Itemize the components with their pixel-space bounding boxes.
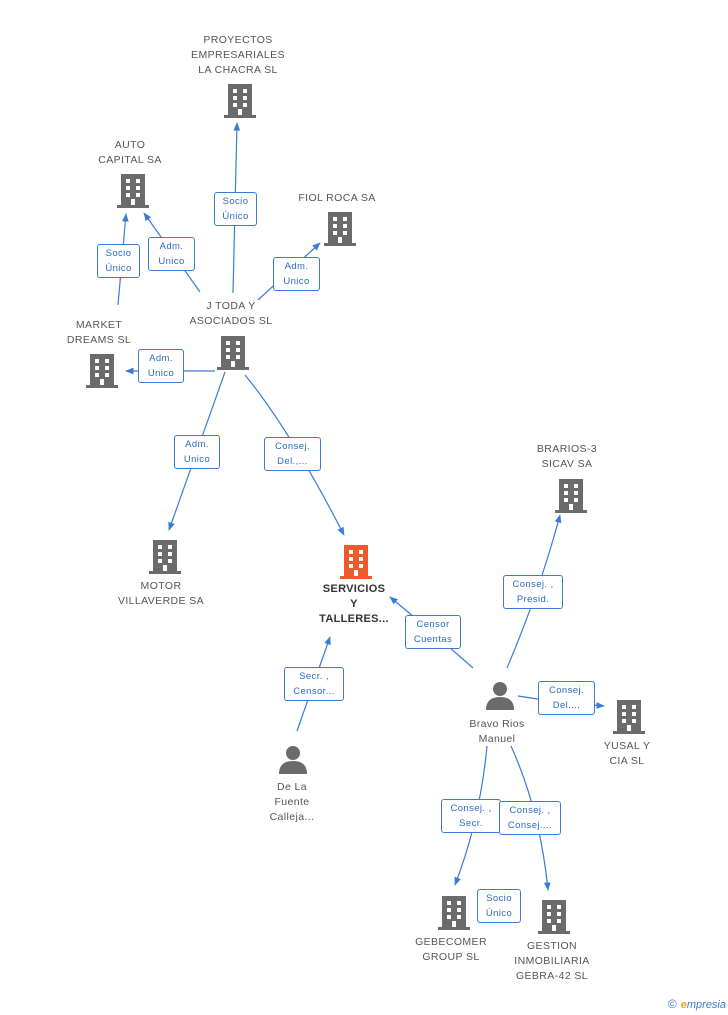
rel-bravo-brarios[interactable]: Consej. , Presid. [503, 575, 563, 609]
person-icon[interactable] [486, 682, 514, 710]
brand-name: mpresia [686, 999, 726, 1011]
building-icon[interactable] [613, 700, 645, 734]
building-icon[interactable] [149, 540, 181, 574]
node-label-proyectos[interactable]: PROYECTOS EMPRESARIALES LA CHACRA SL [191, 34, 285, 76]
rel-jtoda-proyectos[interactable]: Socio Único [214, 192, 257, 226]
node-label-gestion[interactable]: GESTION INMOBILIARIA GEBRA-42 SL [514, 940, 590, 982]
building-icon[interactable] [340, 545, 372, 579]
rel-jtoda-market[interactable]: Adm. Unico [138, 349, 184, 383]
rel-delafuente-servicios[interactable]: Secr. , Censor... [284, 667, 344, 701]
building-icon[interactable] [117, 174, 149, 208]
node-label-servicios[interactable]: SERVICIOS Y TALLERES... [319, 583, 389, 625]
rel-bravo-yusal[interactable]: Consej. Del.... [538, 681, 595, 715]
rel-bravo-gebecomer[interactable]: Consej. , Secr. [441, 799, 501, 833]
building-icon[interactable] [224, 84, 256, 118]
node-label-brarios[interactable]: BRARIOS-3 SICAV SA [536, 443, 598, 470]
building-icon[interactable] [538, 900, 570, 934]
rel-jtoda-fiol[interactable]: Adm. Unico [273, 257, 320, 291]
building-icon[interactable] [324, 212, 356, 246]
node-label-yusal[interactable]: YUSAL Y CIA SL [603, 740, 651, 767]
node-label-jtoda[interactable]: J TODA Y ASOCIADOS SL [189, 300, 273, 327]
node-label-bravo[interactable]: Bravo Rios Manuel [469, 718, 525, 745]
copyright-icon: © [667, 997, 677, 1011]
rel-jtoda-servicios[interactable]: Consej. Del.,... [264, 437, 321, 471]
node-label-fiol[interactable]: FIOL ROCA SA [298, 192, 376, 204]
building-icon[interactable] [438, 896, 470, 930]
building-icon[interactable] [555, 479, 587, 513]
building-icon[interactable] [86, 354, 118, 388]
node-label-market[interactable]: MARKET DREAMS SL [66, 319, 132, 346]
node-label-motor[interactable]: MOTOR VILLAVERDE SA [117, 580, 205, 607]
brand-initial: e [680, 999, 687, 1011]
node-label-auto[interactable]: AUTO CAPITAL SA [98, 139, 162, 166]
empresia-brand[interactable]: ©empresia [668, 997, 726, 1011]
icons-layer [86, 84, 645, 934]
person-icon[interactable] [279, 746, 307, 774]
rel-bravo-servicios[interactable]: Censor Cuentas [405, 615, 461, 649]
rel-bravo-gestion[interactable]: Consej. , Consej.... [499, 801, 561, 835]
node-label-delafuente[interactable]: De La Fuente Calleja... [269, 781, 315, 823]
rel-jtoda-motor[interactable]: Adm. Unico [174, 435, 220, 469]
rel-market-auto[interactable]: Socio Único [97, 244, 140, 278]
node-label-gebecomer[interactable]: GEBECOMER GROUP SL [415, 936, 487, 963]
building-icon[interactable] [217, 336, 249, 370]
rel-jtoda-auto[interactable]: Adm. Unico [148, 237, 195, 271]
rel-gestion-gebecomer[interactable]: Socio Único [477, 889, 521, 923]
